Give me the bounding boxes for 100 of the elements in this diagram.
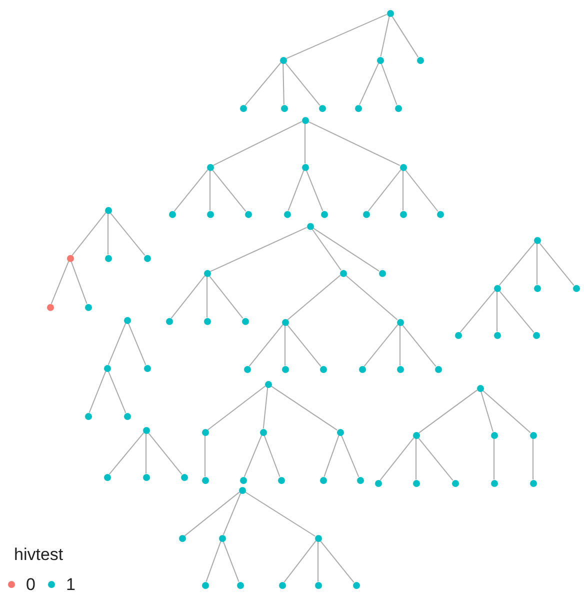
node-dot xyxy=(236,582,244,588)
tree-edge xyxy=(536,243,538,285)
node-dot xyxy=(306,222,314,230)
node-dot xyxy=(166,318,172,324)
node-dot xyxy=(572,284,580,292)
node-dot xyxy=(336,428,344,436)
node-dot xyxy=(358,366,366,372)
node-dot xyxy=(320,366,326,372)
tree-edge xyxy=(404,169,438,212)
tree-edge xyxy=(170,275,206,319)
node-dot xyxy=(104,474,110,480)
tree-edge xyxy=(306,170,324,212)
node-dot xyxy=(386,10,394,16)
tree-edge xyxy=(538,242,574,286)
tree-edge xyxy=(320,540,354,583)
node-dot xyxy=(412,432,420,438)
node-dot xyxy=(320,476,326,484)
tree-edge xyxy=(308,121,400,166)
node-dot xyxy=(378,270,386,276)
node-dot xyxy=(452,480,458,486)
tree-edge xyxy=(532,438,534,480)
legend-label: 0 xyxy=(26,575,36,595)
node-dot xyxy=(202,582,208,588)
node-dot xyxy=(66,254,74,262)
node-dot xyxy=(530,432,536,438)
node-dot xyxy=(302,116,308,124)
tree-edge xyxy=(210,226,308,272)
tree-edge xyxy=(212,121,302,166)
node-dot xyxy=(534,236,540,244)
node-dot xyxy=(476,384,484,392)
node-dot xyxy=(168,210,176,218)
node-dot xyxy=(396,318,404,326)
node-dot xyxy=(282,318,288,326)
node-dot xyxy=(280,56,286,64)
node-dot xyxy=(374,480,382,486)
tree-edge xyxy=(496,291,498,332)
tree-edge xyxy=(262,386,268,430)
tree-edge xyxy=(206,540,222,582)
tree-edge xyxy=(72,212,106,256)
tree-edge xyxy=(244,62,282,106)
node-dot xyxy=(318,104,326,112)
node-dot xyxy=(434,366,442,372)
tree-edge xyxy=(380,62,398,106)
tree-edge xyxy=(498,290,534,333)
node-dot xyxy=(84,304,92,310)
tree-edge xyxy=(244,434,262,478)
node-dot xyxy=(206,210,214,218)
tree-edge xyxy=(282,63,284,105)
node-dot xyxy=(104,364,110,372)
legend-title: hivtest xyxy=(14,545,64,565)
tree-edge xyxy=(284,540,316,583)
tree-edge xyxy=(358,62,380,106)
tree-edge xyxy=(110,212,146,256)
tree-edge xyxy=(88,370,106,414)
node-dot xyxy=(340,270,346,276)
node-dot xyxy=(302,164,308,170)
node-dot xyxy=(46,304,54,310)
tree-edge xyxy=(222,492,242,536)
node-dot xyxy=(142,426,150,434)
tree-edge xyxy=(288,170,304,212)
node-dot xyxy=(180,474,188,480)
node-dot xyxy=(242,318,248,324)
node-dot xyxy=(534,284,540,292)
node-dot xyxy=(416,56,424,64)
tree-edge xyxy=(204,435,206,477)
tree-edge xyxy=(498,242,536,286)
tree-edge xyxy=(128,322,146,366)
tree-edge xyxy=(206,276,208,318)
tree-edge xyxy=(480,390,494,432)
tree-edge xyxy=(402,170,404,211)
node-dot xyxy=(124,412,130,420)
tree-edge xyxy=(208,275,244,319)
tree-edge xyxy=(345,274,398,320)
node-dot xyxy=(400,164,406,170)
tree-edge xyxy=(207,386,266,430)
node-dot xyxy=(238,486,246,494)
node-dot xyxy=(104,254,112,262)
tree-edge xyxy=(340,434,360,478)
tree-edge xyxy=(284,325,286,366)
tree-edge xyxy=(184,492,240,536)
node-dot xyxy=(400,210,406,218)
tree-edge xyxy=(108,432,144,475)
node-dot xyxy=(494,284,500,292)
node-dot xyxy=(244,210,252,218)
node-dot xyxy=(204,270,210,276)
node-dot xyxy=(218,534,226,542)
node-dot xyxy=(314,534,322,542)
tree-edge xyxy=(222,540,240,582)
node-dot xyxy=(202,428,208,436)
tree-edge xyxy=(108,370,126,414)
node-dot xyxy=(204,318,210,324)
node-dot xyxy=(362,210,370,218)
node-dot xyxy=(454,332,462,338)
node-dot xyxy=(490,480,498,486)
node-dot xyxy=(530,480,536,486)
tree-edge xyxy=(324,434,340,478)
tree-edge xyxy=(264,434,280,478)
tree-edge xyxy=(364,324,398,367)
node-dot xyxy=(240,476,246,484)
node-dot xyxy=(354,104,362,112)
